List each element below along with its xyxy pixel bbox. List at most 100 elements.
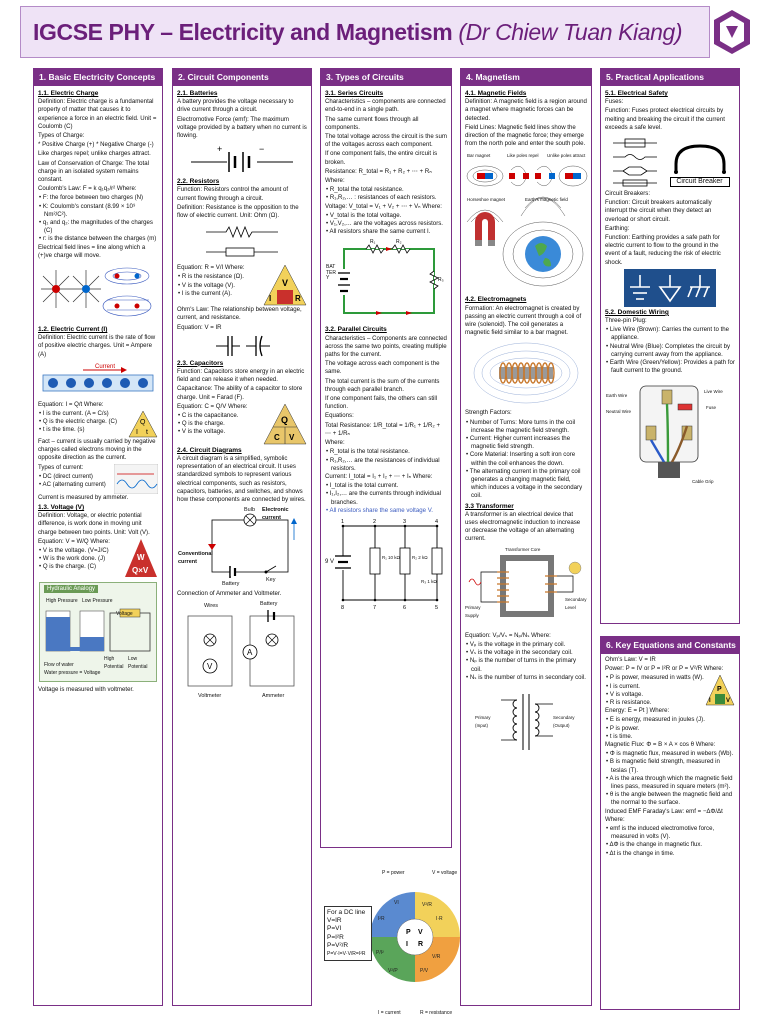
wqv-triangle-icon: W Q×V [125,538,157,577]
transformer-symbol-figure: Primary (Input) Secondary (Output) [471,686,581,758]
vir-triangle-icon: V I R [263,264,307,306]
label: Ammeter [262,693,285,700]
list-item: W is the work done. (J) [38,555,124,563]
svg-text:1: 1 [341,519,344,525]
text: Voltage is measured with voltmeter. [38,685,134,693]
text: Ohm's Law: The relationship between volt… [177,306,302,322]
dc-formula-box: For a DC line V=IR P=VI P=I²R P=V²/R P=V… [324,906,372,962]
list-item: Core Material: Inserting a soft iron cor… [465,451,587,467]
qcv-triangle-icon: Q C V [263,403,307,445]
text: Current is measured by ammeter. [38,493,129,501]
current-label: Current [95,364,115,370]
label: Battery [260,601,278,608]
label: Bar magnet [467,153,491,159]
text: The total current is the sum of the curr… [325,377,440,393]
text: * Positive Charge (+) * Negative Charge … [38,141,154,149]
list-item: ΔΦ is the change in magnetic flux. [605,841,735,849]
text: Equation: Vₚ/Vₛ = Nₚ/Nₛ Where: [465,631,551,639]
label: V = voltage [432,870,458,876]
list-item: F: the force between two charges (N) [38,194,158,202]
svg-text:R: R [418,941,423,948]
solenoid-figure [473,343,579,404]
label: Primary (Input) [475,714,491,729]
list-item: I₁,I₂,… are the currents through individ… [325,490,447,506]
list-item: R_total the total resistance. [325,186,447,194]
text: Resistance: R_total = R₁ + R₂ + ⋯ + Rₙ [325,167,432,175]
label: Fuse [706,405,717,411]
text: For a DC line [327,909,366,916]
three-pin-plug-figure: Earth Wire Neutral Wire Live Wire Fuse C… [606,378,734,486]
svg-text:V²/R: V²/R [422,902,432,908]
label: Low Pressure [82,597,113,604]
svg-text:5: 5 [435,605,438,610]
svg-text:P/I²: P/I² [376,950,384,956]
label: R₃ 1 kΩ [421,578,437,584]
label: Unlike poles attract [547,153,586,159]
text: Function: Resistors control the amount o… [177,186,289,202]
subsection-title: 3.2. Parallel Circuits [325,326,387,334]
field-lines-figure [41,267,152,317]
text: If one component fails, the others can s… [325,395,438,411]
list-item: I is the current. (A = C/s) [38,410,128,418]
transformer-symbol-icon [501,693,553,750]
section-key-equations: 6. Key Equations and Constants Ohm's Law… [600,636,740,1010]
subsection-title: 4.2. Electromagnets [465,296,527,304]
text: Where: [325,177,345,185]
svg-text:V/R: V/R [432,954,441,960]
label: Cable Grip [692,479,714,485]
list-item: Vₛ is the voltage in the secondary coil. [465,649,587,657]
magnet-fields-icon [466,166,588,287]
section-basic-concepts: 1. Basic Electricity Concepts 1.1. Elect… [33,68,163,1006]
text: P=V²/R [327,941,349,949]
list-item: E is energy, measured in joules (J). [605,716,735,724]
label: R₁ 10 kΩ [382,554,400,560]
subsection-title: 3.3 Transformer [465,502,514,510]
subsection-title: 4.1. Magnetic Fields [465,90,527,97]
svg-text:C: C [274,433,280,442]
list-item: Earth Wire (Green/Yellow): Provides a pa… [605,359,735,375]
list-item: emf is the induced electromotive force, … [605,825,735,841]
text: Where: [325,439,345,447]
subsection-title: 1.1. Electric Charge [38,90,99,97]
text: Function: Capacitors store energy in an … [177,368,305,384]
text: Three-pin Plug: [605,317,647,325]
label: High Pressure [46,597,78,604]
svg-text:I: I [406,941,408,948]
list-item: P is power, measured in watts (W). [605,674,705,682]
svg-text:A: A [247,648,253,657]
list-item: θ is the angle between the magnetic fiel… [605,791,735,807]
section-heading: 5. Practical Applications [601,69,739,86]
text: Characteristics – components are connect… [325,98,446,114]
author-text: (Dr Chiew Tuan Kiang) [458,18,683,45]
svg-text:7: 7 [373,605,376,610]
list-item: Vₚ is the voltage in the primary coil. [465,641,587,649]
svg-text:V²/P: V²/P [388,968,398,974]
text: The same current flows through all compo… [325,115,419,131]
list-item: C is the capacitance. [177,412,263,420]
label: Conventional current [178,551,213,566]
list-item: B is magnetic field strength, measured i… [605,758,735,774]
capacitor-symbol-icon [216,335,270,357]
text: Coulomb's Law: F = k q₁q₂/r² Where: [38,185,137,193]
hydraulic-analogy-figure: Hydraulic Analogy High Pressure Low Pres… [39,581,157,682]
subsection-title: 2.3. Capacitors [177,359,224,367]
label: Earth Wire [606,393,628,399]
list-item: Neutral Wire (Blue): Completes the circu… [605,343,735,359]
text: Formation: An electromagnet is created b… [465,304,582,337]
label: Live Wire [704,389,723,395]
text: Types of Charge: [38,132,85,140]
label: P = power [382,870,405,876]
text: Definition: Electric current is the rate… [38,334,156,358]
svg-text:−: − [259,144,264,154]
piv-triangle-icon: P I V [705,674,735,706]
svg-text:I·R: I·R [436,916,443,922]
list-item: DC (direct current) [38,473,114,481]
section-magnetism: 4. Magnetism 4.1. Magnetic Fields Defini… [460,68,592,1006]
list-item: Nₚ is the number of turns in the primary… [465,657,587,673]
subsection-title: 2.1. Batteries [177,90,218,97]
svg-text:I: I [269,294,271,303]
svg-text:V: V [289,433,295,442]
